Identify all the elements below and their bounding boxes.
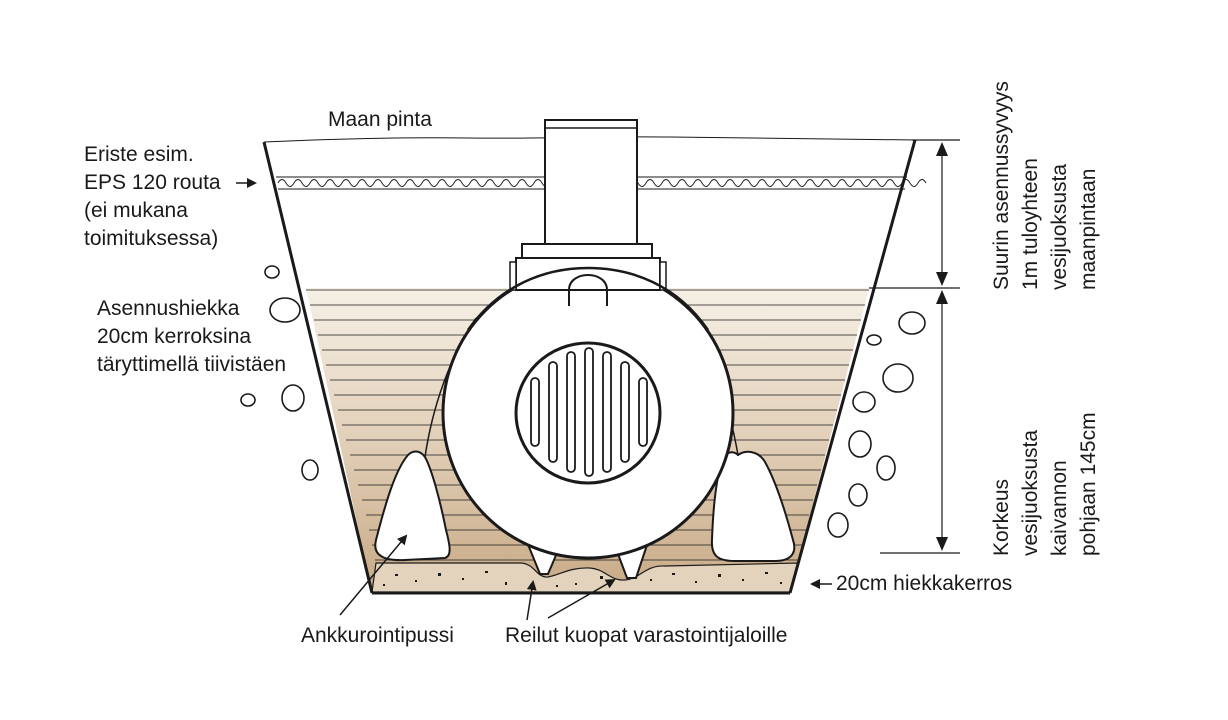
dimension-arrowheads bbox=[936, 142, 948, 551]
tank-handle bbox=[568, 274, 608, 306]
install-sand-label-line-1: Asennushiekka bbox=[97, 297, 240, 320]
leader-arrows bbox=[236, 178, 832, 621]
anchor-bag-label: Ankkurointipussi bbox=[301, 624, 454, 647]
collar-ring bbox=[521, 243, 653, 259]
stones bbox=[240, 265, 926, 538]
max-depth-label-line-2: 1m tuloyhteen bbox=[1019, 158, 1042, 290]
bed-specks bbox=[383, 571, 782, 587]
height-label-line-2: vesijuoksusta bbox=[1019, 429, 1042, 556]
insulation-label-line-3: (ei mukana bbox=[84, 199, 188, 222]
sand-layer-label: 20cm hiekkakerros bbox=[836, 572, 1013, 595]
max-depth-label-line-1: Suurin asennussyvyys bbox=[990, 81, 1013, 290]
insulation-label-line-2: EPS 120 routa bbox=[84, 171, 221, 194]
dimension-lines bbox=[869, 139, 960, 554]
max-depth-label-line-4: maanpintaan bbox=[1077, 168, 1100, 290]
riser-pipe bbox=[544, 119, 638, 245]
max-depth-label-line-3: vesijuoksusta bbox=[1048, 163, 1071, 290]
grille-bars bbox=[530, 347, 648, 477]
bottom-sand-bed bbox=[371, 562, 799, 593]
excavation-walls bbox=[262, 139, 917, 595]
height-label-line-1: Korkeus bbox=[990, 478, 1013, 556]
foot-pits-label: Reilut kuopat varastointijaloille bbox=[505, 624, 788, 647]
height-label-line-4: pohjaan 145cm bbox=[1077, 412, 1100, 556]
height-label-line-3: kaivannon bbox=[1048, 460, 1071, 556]
tank-top-arc bbox=[466, 266, 710, 331]
install-sand-label-line-3: täryttimellä tiivistäen bbox=[97, 353, 287, 376]
install-sand-label-line-2: 20cm kerroksina bbox=[97, 325, 252, 348]
insulation-label-line-1: Eriste esim. bbox=[84, 143, 194, 166]
ground-surface-label: Maan pinta bbox=[328, 108, 432, 131]
insulation-label-line-4: toimituksessa) bbox=[84, 227, 219, 250]
small-flange-left bbox=[509, 261, 517, 291]
